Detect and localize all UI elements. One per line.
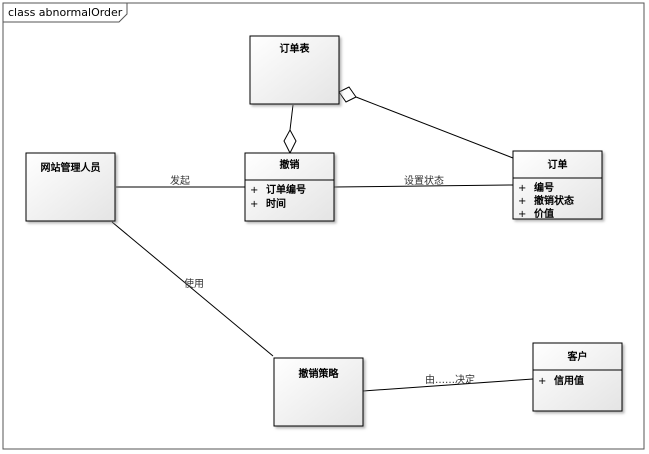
class-order-table[interactable]: 订单表 xyxy=(249,35,340,105)
attr-name: 信用值 xyxy=(554,374,584,387)
attr-name: 撤销状态 xyxy=(534,194,574,207)
connector-label-use: 使用 xyxy=(184,277,204,290)
attr-visibility: + xyxy=(250,185,258,196)
attr-name: 编号 xyxy=(534,181,554,194)
class-name: 订单 xyxy=(548,158,568,171)
class-staff[interactable]: 网站管理人员 xyxy=(25,152,116,222)
connector-label-set-status: 设置状态 xyxy=(404,174,444,187)
attr-visibility: + xyxy=(518,209,526,220)
class-name: 撤销策略 xyxy=(299,367,340,380)
attr-visibility: + xyxy=(538,376,546,387)
connector-label-decided-by: 由……决定 xyxy=(425,373,475,386)
attr-visibility: + xyxy=(518,196,526,207)
class-order[interactable]: 订单 + 编号 + 撤销状态 + 价值 xyxy=(512,150,603,220)
connector-label-initiate: 发起 xyxy=(170,174,190,187)
connector-staff-strategy: 使用 xyxy=(111,221,274,357)
connector-marking-order: 设置状态 xyxy=(333,174,514,188)
class-name: 订单表 xyxy=(280,42,311,55)
frame-label: class abnormalOrder xyxy=(8,6,123,19)
attr-name: 价值 xyxy=(534,207,554,220)
connector-staff-marking: 发起 xyxy=(116,174,245,188)
class-marking[interactable]: 撤销 + 订单编号 + 时间 xyxy=(244,152,335,222)
attr-name: 订单编号 xyxy=(266,183,306,196)
class-name: 撤销 xyxy=(280,158,300,171)
attr-name: 时间 xyxy=(266,197,286,210)
aggregation-diamond xyxy=(283,128,297,155)
connector-aggregation-table-marking xyxy=(283,104,297,155)
diagram-frame: class abnormalOrder xyxy=(2,2,645,450)
class-strategy[interactable]: 撤销策略 xyxy=(273,357,364,427)
class-name: 网站管理人员 xyxy=(41,161,101,174)
class-customer[interactable]: 客户 + 信用值 xyxy=(532,342,623,412)
connector-aggregation-table-order xyxy=(338,86,514,159)
connector-strategy-customer: 由……决定 xyxy=(362,373,534,392)
attr-visibility: + xyxy=(250,199,258,210)
class-name: 客户 xyxy=(567,350,588,363)
attr-visibility: + xyxy=(518,183,526,194)
aggregation-diamond xyxy=(338,86,357,103)
